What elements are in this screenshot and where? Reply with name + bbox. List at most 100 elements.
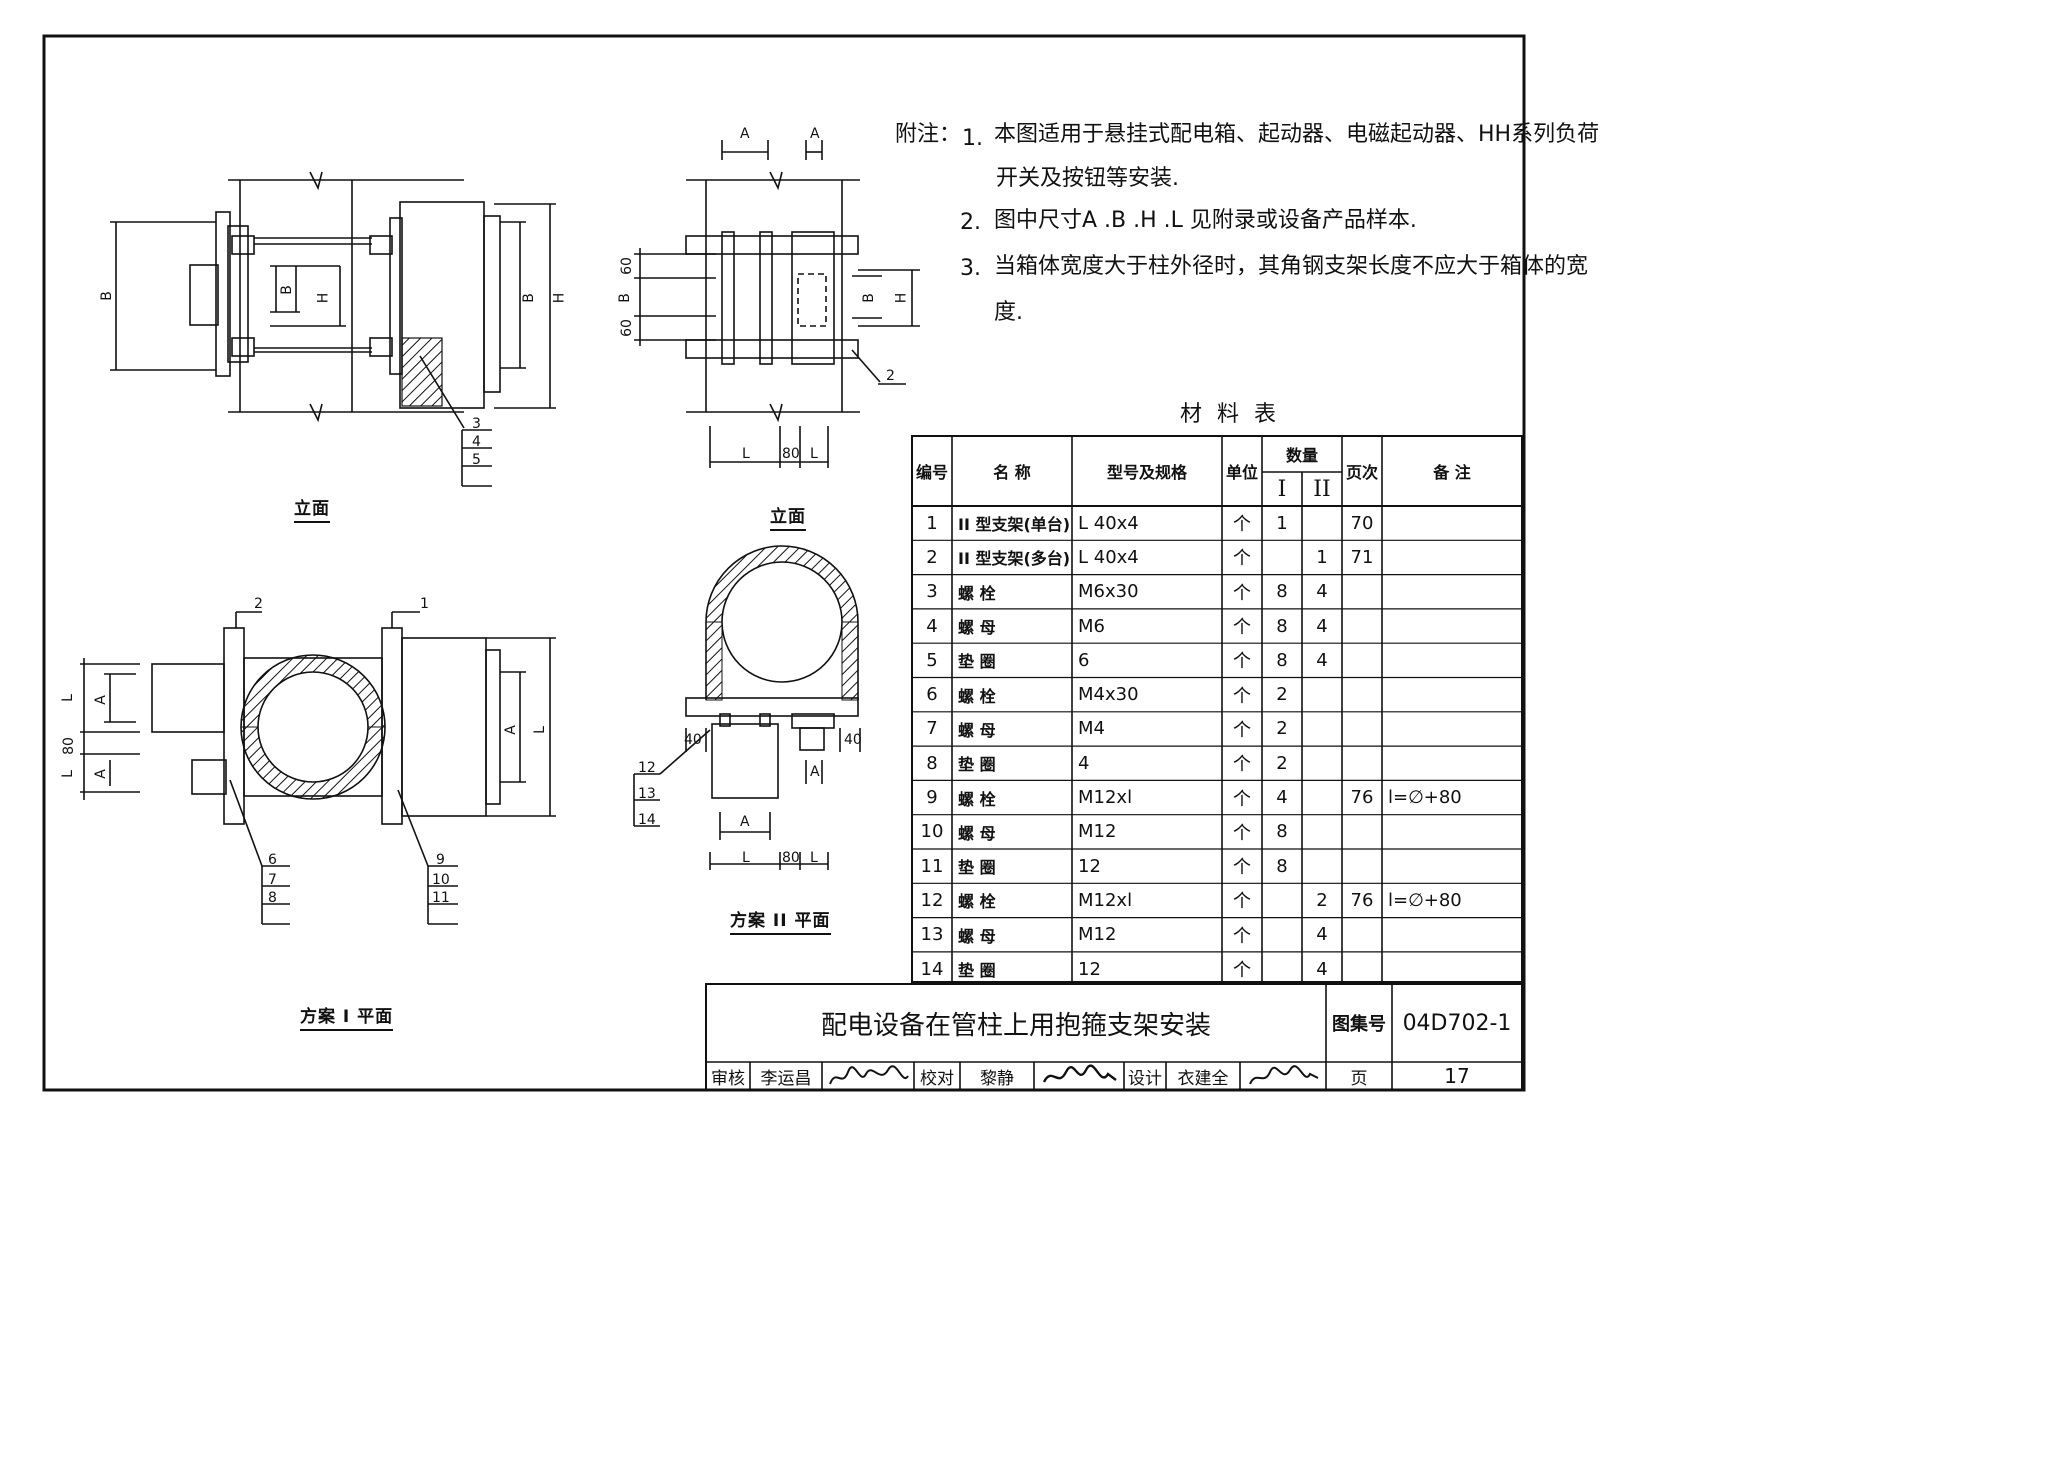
table-header-no: 编号 [915, 463, 948, 482]
table-cell-remark [1382, 849, 1522, 883]
table-cell-spec: 4 [1078, 752, 1090, 774]
dim-label-l-bottom-1: L [742, 446, 750, 462]
reviewer-signature [829, 1065, 909, 1085]
dim-label-b-left: B [98, 291, 115, 301]
table-cell-unit: 个 [1233, 788, 1251, 810]
dim-label-h-inner: H [315, 292, 332, 304]
table-cell-q2 [1302, 780, 1342, 814]
table-cell-q2: 4 [1316, 958, 1328, 980]
table-cell-q2 [1302, 506, 1342, 540]
callout-3: 3 [472, 416, 481, 432]
table-cell-remark [1382, 952, 1522, 986]
callout-2-plan: 2 [254, 596, 263, 612]
table-cell-page: 70 [1350, 512, 1374, 534]
table-cell-remark [1382, 540, 1522, 574]
notes-heading: 附注： [895, 122, 962, 147]
table-cell-unit: 个 [1233, 960, 1251, 982]
table-cell-page [1342, 575, 1382, 609]
dim-label-b-inner: B [278, 285, 295, 295]
table-cell-spec: 12 [1078, 855, 1101, 877]
table-cell-unit: 个 [1233, 548, 1251, 570]
dim-label-h-side: H [893, 292, 910, 304]
table-header-remark: 备 注 [1433, 463, 1471, 482]
table-cell-unit: 个 [1233, 582, 1251, 604]
table-cell-name: 螺 母 [958, 720, 996, 740]
table-cell-page [1342, 678, 1382, 712]
dim-label-h-right: H [551, 292, 568, 304]
table-cell-q1: 8 [1276, 581, 1288, 603]
table-cell-no: 6 [926, 684, 938, 706]
table-cell-remark [1382, 506, 1522, 540]
dim-label-b-mid: B [616, 293, 633, 303]
dim-label-a-top-2: A [810, 126, 820, 142]
dim-label-a-plan2: A [740, 814, 750, 830]
table-cell-unit: 个 [1233, 925, 1251, 947]
dim-label-a-plan1-bottom: A [92, 769, 109, 779]
table-cell-q2 [1302, 849, 1342, 883]
callout-1-plan: 1 [420, 596, 429, 612]
table-cell-name: 垫 圈 [958, 858, 996, 878]
table-cell-no: 8 [926, 752, 938, 774]
table-cell-q1: 2 [1276, 684, 1288, 706]
design-label: 设计 [1128, 1068, 1162, 1089]
table-cell-page [1342, 815, 1382, 849]
table-cell-spec: M12 [1078, 924, 1117, 946]
table-cell-spec: L 40x4 [1078, 512, 1139, 534]
atlas-number: 04D702-1 [1402, 1010, 1512, 1036]
table-cell-spec: 6 [1078, 649, 1090, 671]
drawing-title: 配电设备在管柱上用抱箍支架安装 [820, 1010, 1211, 1041]
table-header-qty-2: II [1313, 476, 1331, 502]
designer-signature [1249, 1065, 1319, 1085]
table-cell-q2 [1302, 712, 1342, 746]
table-cell-q1 [1262, 883, 1302, 917]
table-cell-page [1342, 609, 1382, 643]
table-cell-name: 螺 母 [958, 618, 996, 638]
callout-10: 10 [432, 872, 450, 888]
table-cell-q1: 8 [1276, 855, 1288, 877]
plan-1-drawing [80, 611, 556, 925]
table-cell-name: 螺 栓 [958, 892, 996, 912]
table-header-qty-1: I [1277, 476, 1287, 502]
table-cell-no: 1 [926, 512, 938, 534]
note-2-line-1: 图中尺寸A .B .H .L 见附录或设备产品样本. [994, 208, 1417, 233]
dim-label-l-plan1-top: L [59, 694, 76, 702]
material-table-title: 材 料 表 [1180, 402, 1280, 427]
table-cell-spec: M12 [1078, 821, 1117, 843]
dim-label-60-bottom: 60 [618, 319, 635, 337]
table-cell-unit: 个 [1233, 719, 1251, 741]
dim-label-l-plan2-1: L [742, 850, 750, 866]
callout-2-elev: 2 [886, 368, 895, 384]
table-cell-remark [1382, 746, 1522, 780]
table-cell-unit: 个 [1233, 891, 1251, 913]
table-cell-page [1342, 643, 1382, 677]
table-cell-spec: M6x30 [1078, 581, 1139, 603]
note-1-line-2: 开关及按钮等安装. [996, 166, 1179, 191]
dim-label-a-plan1-top: A [92, 695, 109, 705]
dim-label-l-plan1-right: L [531, 726, 548, 734]
callout-5: 5 [472, 452, 481, 468]
table-header-qty: 数量 [1285, 446, 1318, 465]
table-cell-page: 76 [1350, 787, 1374, 809]
table-cell-no: 12 [920, 889, 944, 911]
title-block-grid [705, 983, 1523, 1091]
dim-label-60-top: 60 [618, 257, 635, 275]
table-cell-remark [1382, 918, 1522, 952]
table-cell-remark: l=∅+80 [1388, 787, 1462, 809]
callout-11: 11 [432, 890, 450, 906]
callout-7: 7 [268, 872, 277, 888]
callout-13: 13 [638, 786, 656, 802]
table-cell-unit: 个 [1233, 822, 1251, 844]
note-1-line-1: 本图适用于悬挂式配电箱、起动器、电磁起动器、HH系列负荷 [994, 122, 1600, 147]
table-cell-q2: 4 [1316, 924, 1328, 946]
dim-label-b-side: B [860, 293, 877, 303]
left-elevation-caption: 立面 [294, 494, 330, 523]
left-elevation-drawing [110, 171, 556, 487]
table-cell-page [1342, 746, 1382, 780]
table-cell-unit: 个 [1233, 651, 1251, 673]
table-cell-q1: 2 [1276, 752, 1288, 774]
material-table-grid [911, 435, 1523, 983]
dim-label-80-plan1: 80 [60, 737, 77, 755]
table-cell-spec: M12xl [1078, 889, 1133, 911]
table-cell-name: 螺 栓 [958, 686, 996, 706]
table-cell-name: 垫 圈 [958, 961, 996, 981]
